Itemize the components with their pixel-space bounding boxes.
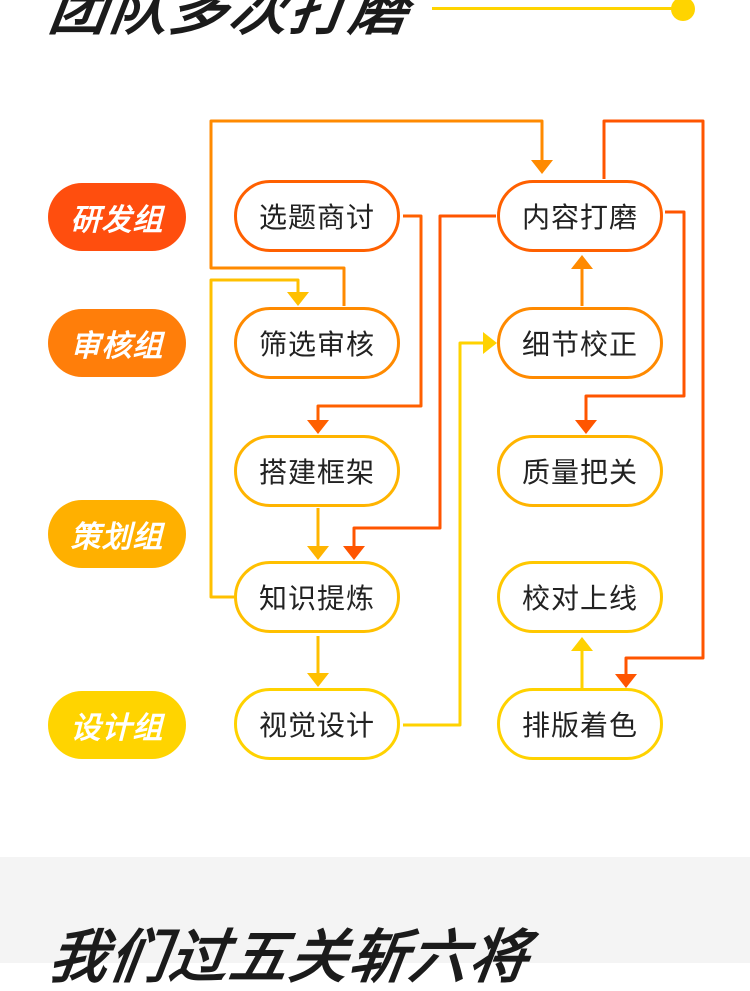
flow-arrow-xijie-neirong [571, 255, 593, 269]
group-label-yanfa: 研发组 [48, 183, 186, 251]
flow-line-xuanti-dajian [316, 214, 423, 420]
next-section-band [0, 857, 750, 963]
group-label-sheji: 设计组 [48, 691, 186, 759]
node-neirong: 内容打磨 [497, 180, 663, 252]
node-xuanti: 选题商讨 [234, 180, 400, 252]
flow-line-shijue-xijie [403, 341, 483, 727]
section-title: 我们过五关斩六将 [45, 923, 535, 991]
node-dajian: 搭建框架 [234, 435, 400, 507]
flow-arrow-xuanti-dajian [307, 420, 329, 434]
flow-arrow-zhishi-shijue [307, 673, 329, 687]
flow-line-neirong-zhiliang [584, 210, 686, 420]
flow-arrow-neirong-zhiliang [575, 420, 597, 434]
node-xijie: 细节校正 [497, 307, 663, 379]
flow-arrow-zhishi-shaixuan [287, 292, 309, 306]
group-label-shenhe: 审核组 [48, 309, 186, 377]
node-jiaodui: 校对上线 [497, 561, 663, 633]
flow-arrow-neirong-zhishi [343, 546, 365, 560]
node-paiban: 排版着色 [497, 688, 663, 760]
flow-arrow-neirong-paiban [615, 674, 637, 688]
flow-connectors [209, 119, 705, 727]
node-zhiliang: 质量把关 [497, 435, 663, 507]
title-decoration-line [432, 7, 682, 10]
flow-line-shaixuan-neirong [209, 119, 544, 306]
title-decoration-dot [671, 0, 695, 21]
flow-arrow-shaixuan-neirong [531, 160, 553, 174]
flow-arrow-dajian-zhishi [307, 546, 329, 560]
flow-arrow-paiban-jiaodui [571, 637, 593, 651]
node-zhishi: 知识提炼 [234, 561, 400, 633]
flow-line-neirong-zhishi [352, 214, 496, 546]
node-shaixuan: 筛选审核 [234, 307, 400, 379]
flow-line-neirong-paiban [602, 119, 705, 674]
node-shijue: 视觉设计 [234, 688, 400, 760]
flow-line-zhishi-shaixuan [209, 278, 300, 599]
group-label-cehua: 策划组 [48, 500, 186, 568]
flow-arrow-shijue-xijie [483, 332, 497, 354]
